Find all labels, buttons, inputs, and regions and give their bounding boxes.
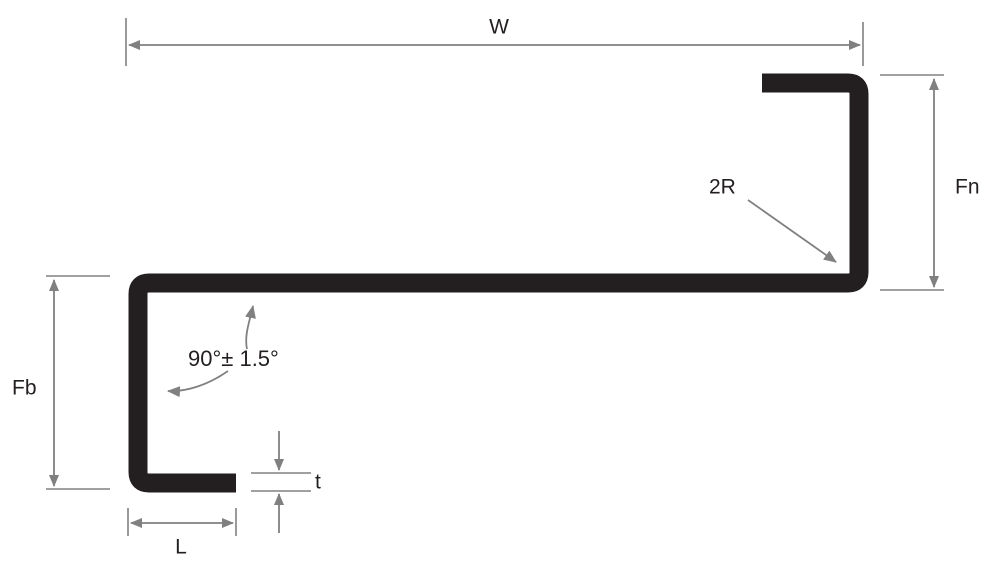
profile-outline xyxy=(128,73,869,493)
fb-dimension-label: Fb xyxy=(12,377,37,400)
dimension-near-flange: Fn xyxy=(880,74,980,291)
width-dimension-label: W xyxy=(489,16,509,39)
bend-radius-label: 2R xyxy=(709,176,736,199)
angle-arrow-upper xyxy=(245,305,256,350)
callout-bend-radius: 2R xyxy=(709,176,837,263)
bend-radius-leader-line xyxy=(747,199,837,263)
profile-section-path xyxy=(128,73,869,493)
dimension-width: W xyxy=(125,16,864,66)
angle-arrow-lower xyxy=(167,370,229,398)
callout-bend-angle: 90°± 1.5° xyxy=(167,305,279,398)
dimension-lip-length: L xyxy=(127,508,237,559)
dimension-thickness: t xyxy=(251,431,321,533)
t-dimension-label: t xyxy=(315,471,321,494)
bend-angle-label: 90°± 1.5° xyxy=(188,346,279,371)
dimension-back-flange: Fb xyxy=(12,275,110,490)
l-dimension-label: L xyxy=(175,536,187,559)
fn-dimension-label: Fn xyxy=(955,176,980,199)
